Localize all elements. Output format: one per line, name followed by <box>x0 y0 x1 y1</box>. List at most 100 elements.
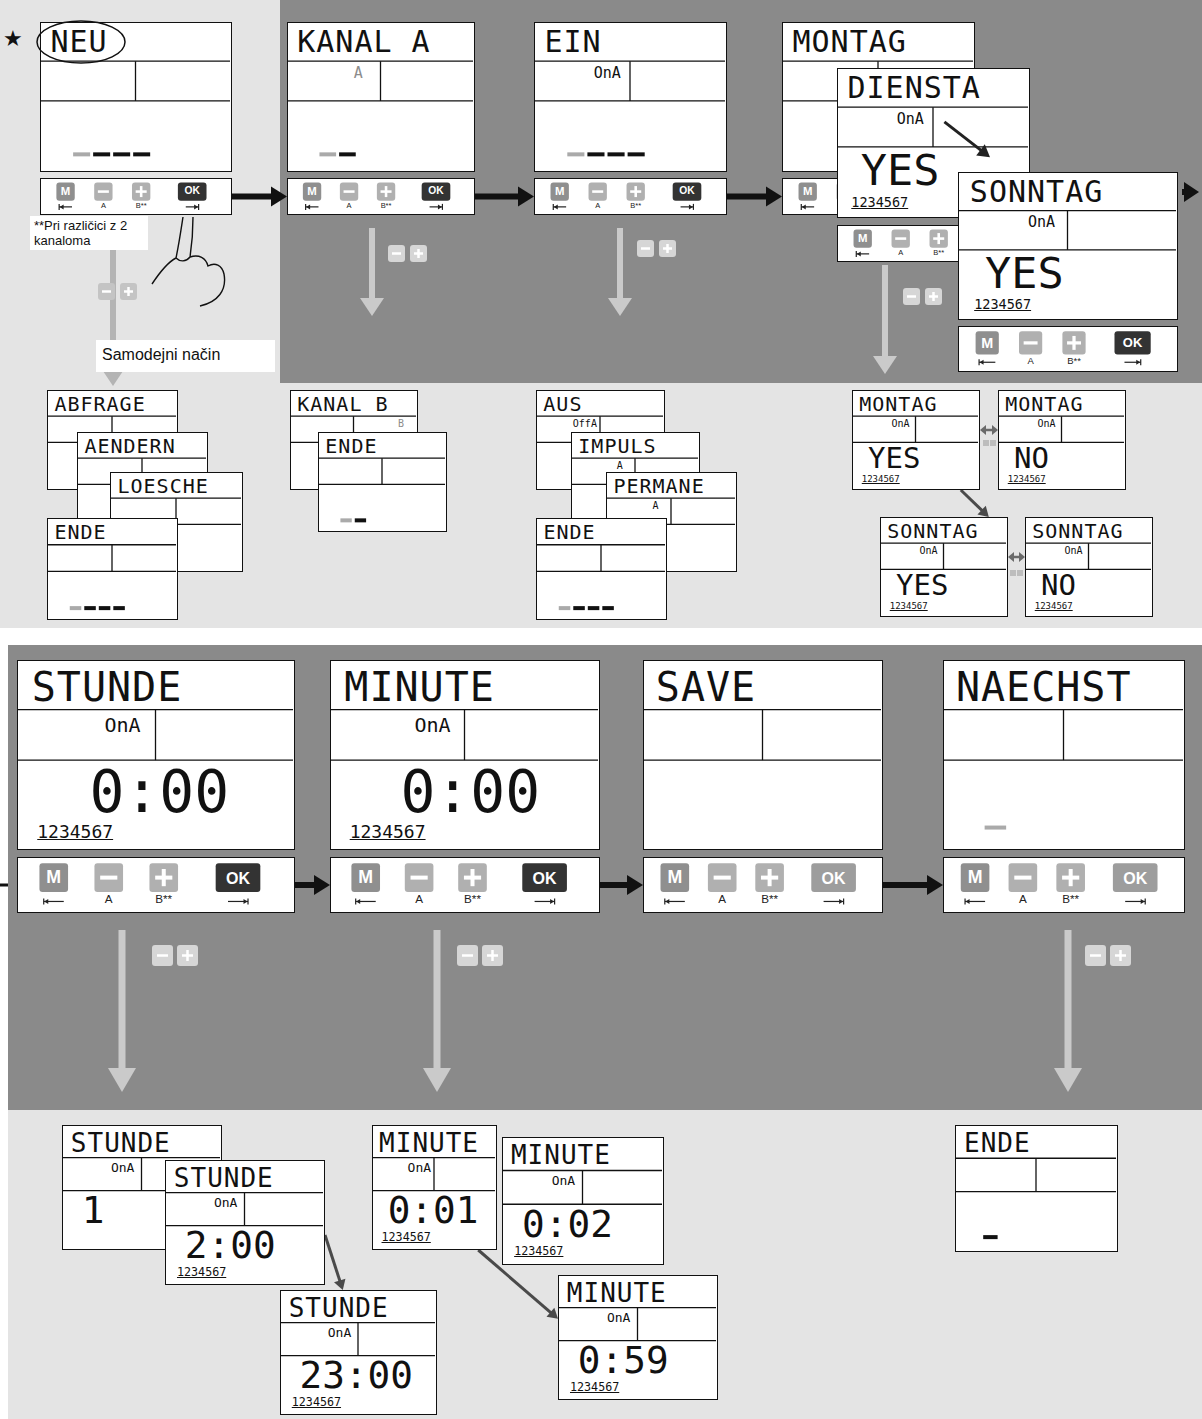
channel-label: A <box>595 202 600 209</box>
button-label: M <box>981 336 993 350</box>
lcd-line <box>433 1158 434 1191</box>
button-bar: MOKAB** <box>534 178 727 215</box>
button-bar: MOKAB** <box>17 857 295 913</box>
m-button <box>961 863 990 892</box>
lcd-status: OnA <box>897 112 924 127</box>
plus-sign <box>162 869 166 886</box>
lcd-screen: ENDE <box>318 432 447 532</box>
lcd-screen: ENDE <box>47 518 178 620</box>
button-label: OK <box>184 186 199 196</box>
arrow-line <box>232 194 274 200</box>
channel-label: B** <box>1062 893 1079 905</box>
arrow-line <box>727 194 769 200</box>
back-symbol <box>355 898 356 904</box>
arrow-head <box>980 425 986 435</box>
arrow-head <box>554 204 558 209</box>
lcd-heading: NEU <box>50 27 107 57</box>
lcd-heading: ENDE <box>964 1130 1031 1156</box>
lcd-line <box>637 1308 638 1341</box>
lcd-screen: SONNTAGOnAYES1234567 <box>958 172 1178 320</box>
lcd-status: OnA <box>1064 546 1082 556</box>
arrow-head <box>1141 899 1145 904</box>
arrow-head <box>839 899 843 904</box>
lcd-value: YES <box>861 149 940 193</box>
lcd-weekdays: 1234567 <box>890 602 928 611</box>
lcd-heading: PERMANE <box>613 476 704 496</box>
arrow-head <box>314 875 330 895</box>
plus-button <box>1056 863 1085 892</box>
arrow-line <box>295 882 317 888</box>
lcd-screen: MINUTEOnA0:011234567 <box>372 1125 497 1250</box>
lcd-dash <box>573 606 585 610</box>
lcd-heading: STUNDE <box>174 1165 274 1191</box>
plus-sign <box>140 186 143 197</box>
minus-button <box>1009 863 1038 892</box>
ok-button <box>178 182 207 200</box>
m-button <box>799 182 817 200</box>
lcd-dash <box>985 826 1007 830</box>
lcd-screen: SONNTAGOnAYES1234567 <box>880 517 1008 617</box>
lcd-line <box>288 100 473 101</box>
button-bar: MOKAB** <box>958 326 1178 372</box>
lcd-line <box>600 545 601 572</box>
arrow-head <box>518 187 534 207</box>
button-label: M <box>307 186 316 197</box>
lcd-line <box>1035 1158 1036 1191</box>
lcd-line <box>1063 710 1064 760</box>
minus-sign <box>1024 341 1038 344</box>
lcd-line <box>503 1204 662 1205</box>
ok-button <box>216 863 261 892</box>
lcd-line <box>932 107 933 147</box>
lcd-heading: SONNTAG <box>887 521 978 541</box>
arrow-head <box>244 899 248 904</box>
button-label: OK <box>533 870 557 886</box>
minus-button <box>1019 331 1042 354</box>
lcd-heading: KANAL A <box>297 27 430 57</box>
lcd-heading: MONTAG <box>1005 394 1083 414</box>
lcd-status: OnA <box>414 715 450 735</box>
channel-label: A <box>1019 893 1027 905</box>
button-label: OK <box>679 186 694 196</box>
lcd-dash <box>628 152 645 156</box>
lcd-line <box>670 498 671 524</box>
ok-button <box>673 182 702 200</box>
arrow-head <box>1136 360 1140 365</box>
arrow-head <box>980 360 984 365</box>
arrow-head <box>306 204 310 209</box>
button-label: OK <box>822 870 846 886</box>
flow-arrow <box>232 187 287 207</box>
back-symbol <box>553 204 554 210</box>
lcd-heading: DIENSTA <box>848 73 981 103</box>
lcd-weekdays: 1234567 <box>382 1232 431 1244</box>
channel-label: A <box>101 202 106 209</box>
button-label: M <box>555 186 564 197</box>
black-arrows <box>0 182 1199 885</box>
lcd-dash <box>70 606 82 610</box>
step-arrow <box>944 122 982 151</box>
lcd-heading: STUNDE <box>32 667 183 707</box>
flow-arrow <box>600 875 643 895</box>
lcd-status: OnA <box>214 1196 237 1209</box>
lcd-screen: NEU <box>40 22 232 172</box>
lcd-line <box>1061 416 1062 442</box>
lcd-line <box>155 710 156 760</box>
lcd-line <box>915 416 916 442</box>
lcd-dash <box>319 152 336 156</box>
plus-button <box>755 863 784 892</box>
lcd-screen: ENDE <box>955 1125 1118 1252</box>
lcd-heading: MINUTE <box>379 1130 479 1156</box>
lcd-line <box>41 100 230 101</box>
flow-arrow <box>475 187 534 207</box>
channel-label: A <box>1027 356 1033 365</box>
lcd-line <box>956 1191 1116 1192</box>
lcd-status: OffA <box>573 419 597 429</box>
plus-button <box>930 229 948 247</box>
flow-arrow <box>980 425 998 435</box>
light-panel <box>0 0 1202 628</box>
lcd-status: OnA <box>328 1326 351 1339</box>
lcd-line <box>373 1190 495 1191</box>
arrow-line <box>325 1235 340 1282</box>
lcd-heading: MINUTE <box>567 1280 667 1306</box>
lcd-dash <box>133 152 150 156</box>
